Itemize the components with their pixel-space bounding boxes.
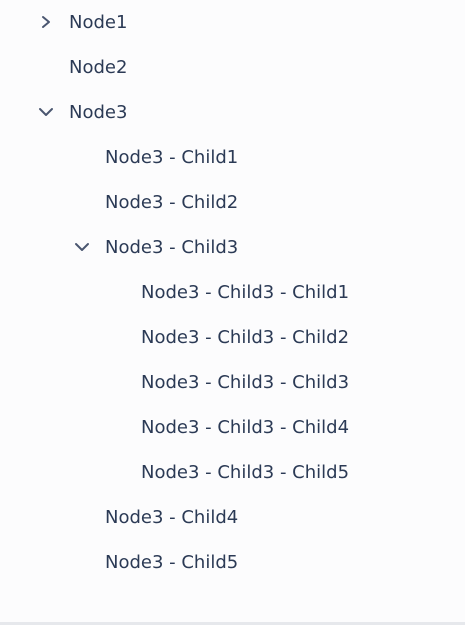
bottom-divider — [0, 622, 465, 625]
tree-node-label: Node3 - Child3 - Child4 — [141, 417, 350, 438]
tree-node-node3-child3-child4[interactable]: Node3 - Child3 - Child4 — [0, 405, 465, 450]
tree-node-label: Node3 - Child3 - Child5 — [141, 462, 350, 483]
chevron-down-icon[interactable] — [36, 102, 56, 122]
tree-node-label: Node3 - Child3 - Child2 — [141, 327, 350, 348]
tree-node-label: Node3 - Child3 — [105, 237, 239, 258]
tree-node-node1[interactable]: Node1 — [0, 0, 465, 45]
tree-node-label: Node3 - Child3 - Child3 — [141, 372, 350, 393]
tree-node-label: Node3 — [69, 102, 128, 123]
tree-node-node3-child3[interactable]: Node3 - Child3 — [0, 225, 465, 270]
tree-node-node3-child1[interactable]: Node3 - Child1 — [0, 135, 465, 180]
chevron-down-icon[interactable] — [72, 237, 92, 257]
tree-node-label: Node3 - Child2 — [105, 192, 239, 213]
tree-node-label: Node3 - Child3 - Child1 — [141, 282, 350, 303]
tree-node-node3-child3-child2[interactable]: Node3 - Child3 - Child2 — [0, 315, 465, 360]
tree-node-node3-child3-child5[interactable]: Node3 - Child3 - Child5 — [0, 450, 465, 495]
tree-node-node3-child3-child1[interactable]: Node3 - Child3 - Child1 — [0, 270, 465, 315]
tree-node-node3-child3-child3[interactable]: Node3 - Child3 - Child3 — [0, 360, 465, 405]
tree-node-label: Node3 - Child1 — [105, 147, 239, 168]
tree-node-node3[interactable]: Node3 — [0, 90, 465, 135]
tree-node-node3-child5[interactable]: Node3 - Child5 — [0, 540, 465, 585]
tree-node-node3-child4[interactable]: Node3 - Child4 — [0, 495, 465, 540]
tree-node-label: Node3 - Child5 — [105, 552, 239, 573]
tree-node-label: Node3 - Child4 — [105, 507, 239, 528]
tree-node-node3-child2[interactable]: Node3 - Child2 — [0, 180, 465, 225]
tree-node-node2[interactable]: Node2 — [0, 45, 465, 90]
tree-node-label: Node1 — [69, 12, 128, 33]
chevron-right-icon[interactable] — [36, 12, 56, 32]
tree-node-label: Node2 — [69, 57, 128, 78]
